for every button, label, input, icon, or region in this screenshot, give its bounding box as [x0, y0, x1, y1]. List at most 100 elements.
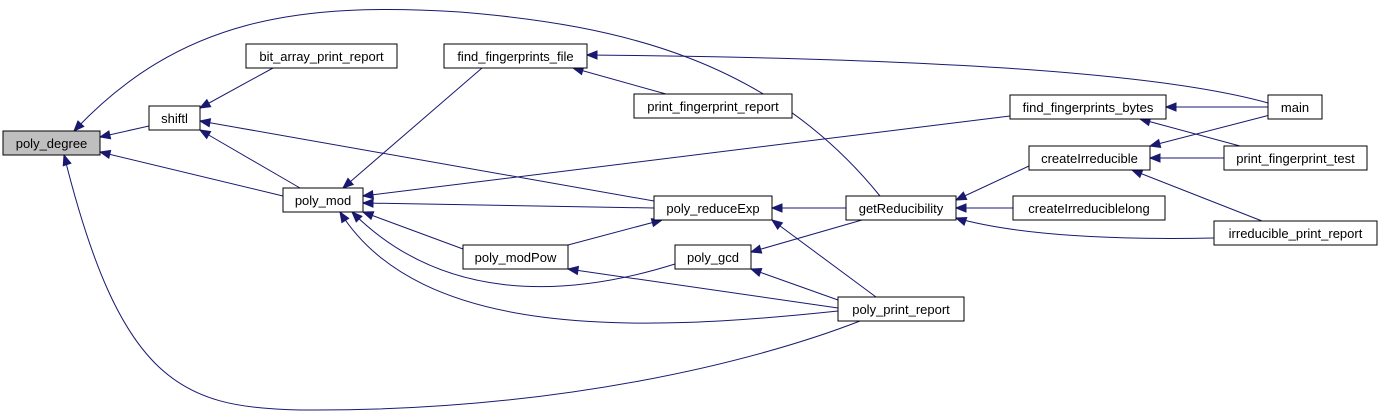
node-poly-reduceexp[interactable]: poly_reduceExp	[653, 195, 773, 221]
node-getreducibility[interactable]: getReducibility	[845, 195, 957, 221]
node-find-fingerprints-bytes[interactable]: find_fingerprints_bytes	[1009, 94, 1167, 120]
node-print-fingerprint-test[interactable]: print_fingerprint_test	[1223, 145, 1368, 171]
nodes-layer: poly_degree shiftl bit_array_print_repor…	[2, 43, 1378, 322]
node-label: poly_degree	[16, 136, 88, 151]
arrowhead-icon	[1130, 169, 1144, 179]
edge-poly-print-report-to-poly-degree	[62, 153, 861, 411]
node-poly-modpow[interactable]: poly_modPow	[462, 244, 569, 270]
node-createirreduciblelong[interactable]: createIrreduciblelong	[1012, 195, 1166, 221]
node-label: poly_gcd	[687, 250, 739, 265]
arrowhead-icon	[62, 153, 72, 167]
arrowhead-icon	[98, 149, 112, 160]
arrowhead-icon	[361, 211, 375, 221]
arrowhead-icon	[954, 191, 968, 201]
node-label: irreducible_print_report	[1229, 226, 1363, 241]
arrowhead-icon	[341, 177, 355, 189]
edge-poly-print-report-to-poly-mod	[339, 210, 839, 324]
arrowhead-icon	[770, 219, 784, 231]
edge-find-fingerprints-bytes-to-poly-mod	[361, 115, 1011, 200]
node-label: poly_print_report	[852, 302, 950, 317]
arrowhead-icon	[98, 130, 112, 140]
edge-main-to-find-fingerprints-file	[585, 50, 1269, 104]
edge-line	[1139, 118, 1241, 147]
node-poly-print-report[interactable]: poly_print_report	[837, 296, 965, 322]
edge-line	[750, 219, 863, 253]
arrowhead-icon	[339, 210, 350, 224]
edge-createirreduciblelong-to-getreducibility	[954, 203, 1013, 213]
arrowhead-icon	[566, 265, 580, 276]
edge-poly-modpow-to-poly-mod	[361, 211, 464, 250]
edge-shiftl-to-poly-degree	[98, 125, 150, 140]
node-label: createIrreducible	[1041, 151, 1138, 166]
edge-poly-mod-to-poly-degree	[98, 149, 284, 197]
node-shiftl[interactable]: shiftl	[148, 105, 201, 131]
edge-bit-array-print-report-to-shiftl	[198, 67, 274, 109]
node-bit-array-print-report[interactable]: bit_array_print_report	[245, 43, 398, 69]
node-label: poly_reduceExp	[666, 201, 759, 216]
edge-line	[572, 67, 667, 95]
node-print-fingerprint-report[interactable]: print_fingerprint_report	[633, 93, 793, 119]
node-poly-degree[interactable]: poly_degree	[2, 130, 101, 156]
node-find-fingerprints-file[interactable]: find_fingerprints_file	[443, 43, 588, 69]
edge-poly-reduceexp-to-shiftl	[198, 118, 655, 202]
node-label: find_fingerprints_file	[457, 49, 573, 64]
arrowhead-icon	[749, 244, 763, 254]
edge-line	[750, 268, 839, 301]
arrowhead-icon	[1148, 138, 1162, 148]
edge-createirreducible-to-getreducibility	[954, 165, 1030, 201]
edge-line	[199, 129, 301, 189]
edge-print-fingerprint-test-to-createirreducible	[1148, 153, 1224, 163]
node-irreducible-print-report[interactable]: irreducible_print_report	[1213, 220, 1378, 246]
edge-line	[199, 67, 274, 109]
node-label: print_fingerprint_report	[647, 99, 779, 114]
edge-line	[586, 54, 1269, 104]
edge-line	[1149, 114, 1271, 147]
node-label: shiftl	[161, 111, 188, 126]
edge-poly-mod-to-shiftl	[198, 129, 301, 189]
arrowhead-icon	[954, 203, 967, 213]
edge-find-fingerprints-file-to-poly-mod	[341, 67, 483, 189]
arrowhead-icon	[1148, 153, 1161, 163]
edge-poly-reduceexp-to-poly-mod	[361, 198, 655, 209]
node-label: poly_mod	[295, 193, 351, 208]
edge-poly-modpow-to-poly-reduceexp	[567, 218, 664, 246]
edge-main-to-createirreducible	[1148, 114, 1271, 148]
edge-line	[955, 217, 1215, 239]
edge-line	[199, 120, 655, 202]
edge-line	[362, 211, 464, 250]
node-main[interactable]: main	[1267, 94, 1323, 120]
edge-poly-print-report-to-poly-reduceexp	[770, 219, 877, 298]
edge-print-fingerprint-test-to-find-fingerprints-bytes	[1138, 117, 1241, 147]
edge-irreducible-print-report-to-getreducibility	[954, 217, 1215, 239]
edge-poly-gcd-to-poly-mod	[351, 211, 676, 288]
edge-poly-print-report-to-poly-gcd	[749, 268, 839, 301]
edge-line	[339, 211, 839, 324]
edge-line	[955, 165, 1030, 201]
arrowhead-icon	[1164, 102, 1177, 112]
node-poly-mod[interactable]: poly_mod	[282, 187, 364, 213]
node-createirreducible[interactable]: createIrreducible	[1028, 145, 1151, 171]
edge-irreducible-print-report-to-createirreducible	[1130, 169, 1263, 222]
edge-line	[771, 219, 877, 298]
arrowhead-icon	[198, 118, 212, 128]
node-poly-gcd[interactable]: poly_gcd	[674, 244, 752, 270]
edge-poly-print-report-to-poly-modpow	[566, 265, 839, 309]
node-label: main	[1281, 100, 1309, 115]
node-label: poly_modPow	[475, 250, 557, 265]
edge-line	[351, 211, 676, 288]
arrowhead-icon	[954, 217, 968, 226]
edge-print-fingerprint-report-to-find-fingerprints-file	[571, 66, 667, 95]
edge-line	[342, 67, 483, 189]
edge-line	[99, 151, 284, 197]
node-label: bit_array_print_report	[259, 49, 384, 64]
edge-line	[362, 115, 1011, 197]
edges-layer	[62, 9, 1271, 411]
edge-line	[567, 268, 839, 309]
arrowhead-icon	[198, 98, 212, 109]
arrowhead-icon	[585, 50, 598, 60]
arrowhead-icon	[361, 198, 374, 208]
node-label: getReducibility	[859, 201, 944, 216]
arrowhead-icon	[749, 268, 763, 277]
edge-getreducibility-to-poly-reduceexp	[770, 203, 846, 213]
